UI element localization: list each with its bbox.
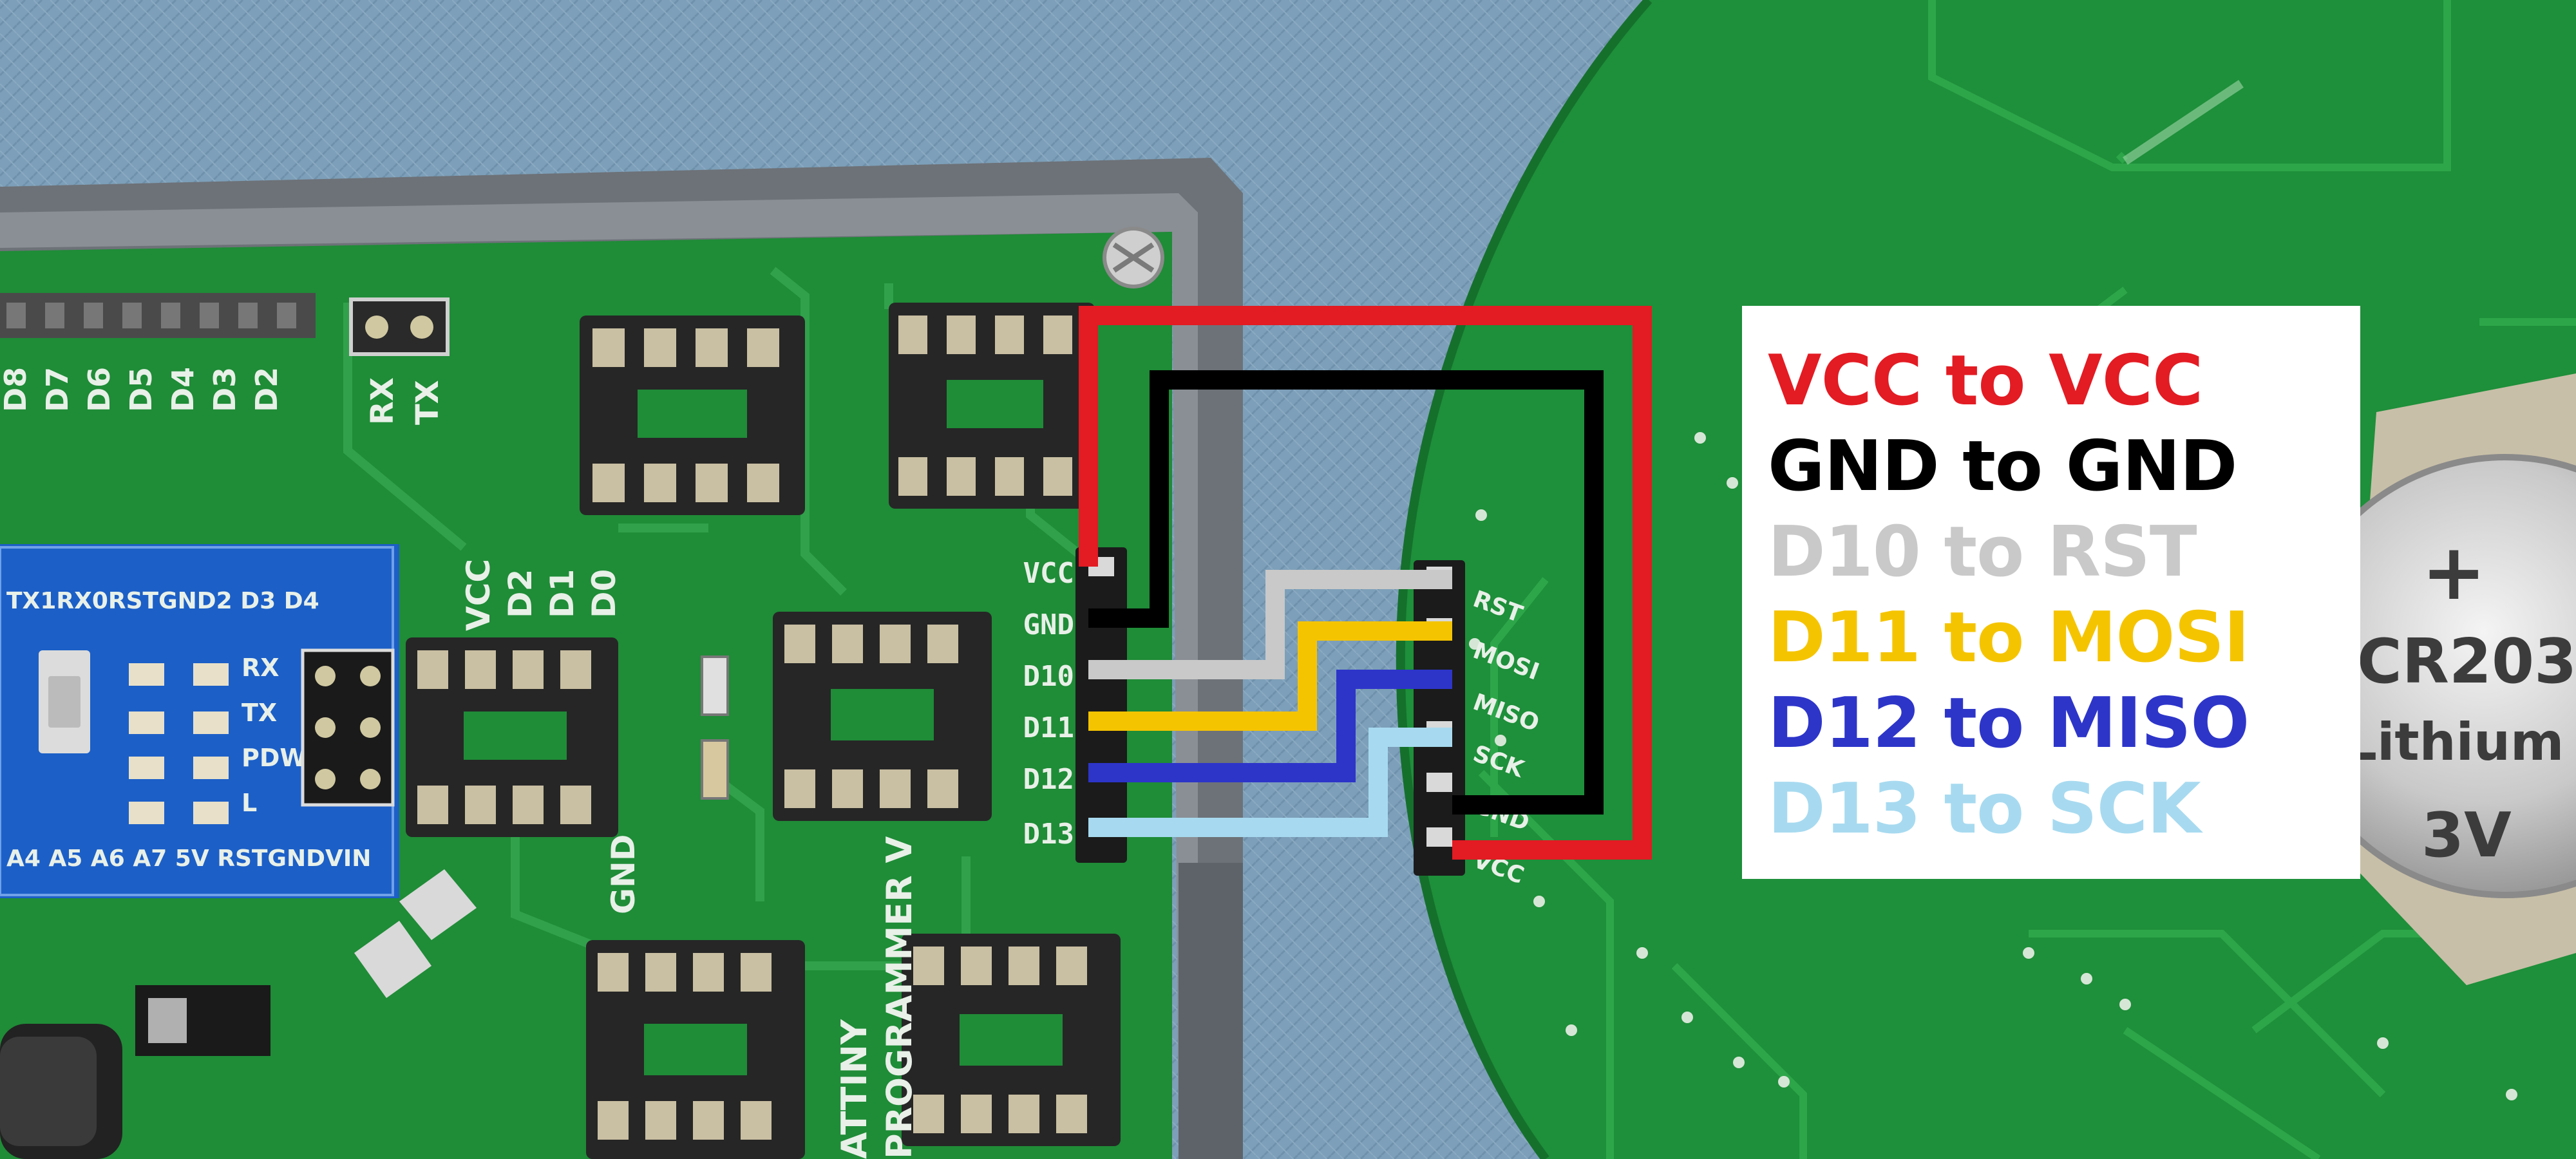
prog-pin-d13-label: D13: [1023, 818, 1074, 851]
legend-mosi: D11 to MOSI: [1768, 598, 2249, 678]
arduino-nano: TX1RX0RSTGND2 D3 D4 A4 A5 A6 A7 5V RSTGN…: [0, 544, 399, 898]
header-label-d7: D7: [40, 367, 75, 412]
wiring-legend: VCC to VCC GND to GND D10 to RST D11 to …: [1742, 306, 2360, 879]
wire-mosi: [1088, 621, 1452, 731]
socket-label-d2: D2: [502, 569, 539, 618]
header-label-d4: D4: [166, 367, 200, 412]
battery-model-text: CR2032: [2357, 627, 2576, 697]
prog-pin-d12-label: D12: [1023, 763, 1074, 796]
wire-vcc: [1079, 306, 1652, 860]
serial-label-tx: TX: [410, 380, 446, 425]
dip-sockets: [406, 303, 1121, 1159]
header-label-d5: D5: [124, 367, 158, 412]
header-label-d8: D8: [0, 367, 33, 412]
socket-label-gnd: GND: [605, 834, 642, 914]
printed-case: [0, 158, 1243, 1159]
smd-pad: [399, 869, 477, 940]
socket-label-d0: D0: [585, 569, 623, 618]
prog-pin-d10-label: D10: [1023, 660, 1074, 693]
socket-label-vcc: VCC: [460, 559, 497, 631]
socket-label-d1: D1: [544, 569, 581, 618]
nano-led-pwr: PDW: [242, 744, 307, 772]
nano-bottom-labels: A4 A5 A6 A7 5V RSTGNDVIN: [6, 845, 371, 872]
smd-component: [701, 739, 729, 800]
battery-voltage-text: 3V: [2421, 800, 2512, 871]
dip-socket: [406, 637, 618, 837]
battery-chem-text: Lithium Cell: [2344, 712, 2576, 772]
dip-socket: [586, 940, 805, 1159]
wire-sck: [1088, 728, 1452, 837]
wire-miso: [1088, 670, 1452, 782]
smd-component: [701, 655, 729, 716]
serial-label-rx: RX: [365, 377, 401, 425]
dip-socket: [889, 303, 1095, 509]
smd-pad: [354, 921, 431, 998]
legend-rst: D10 to RST: [1768, 512, 2197, 592]
board-title-line1: ATTINY: [834, 1019, 875, 1159]
header-label-d3: D3: [207, 367, 242, 412]
dip-socket: [902, 934, 1121, 1146]
legend-vcc: VCC to VCC: [1768, 341, 2203, 421]
wire-gnd: [1088, 370, 1604, 815]
prog-pin-gnd-label: GND: [1023, 608, 1074, 641]
battery-plus-mark: +: [2421, 528, 2486, 617]
legend-gnd: GND to GND: [1768, 426, 2237, 507]
nano-led-tx: TX: [242, 699, 277, 727]
nano-led-l: L: [242, 789, 257, 817]
dip-socket: [773, 612, 992, 821]
header-label-d6: D6: [82, 367, 117, 412]
legend-miso: D12 to MISO: [1768, 683, 2249, 764]
nano-led-rx: RX: [242, 654, 279, 682]
prog-pin-d11-label: D11: [1023, 711, 1074, 744]
programmer-board: D8 D7 D6 D5 D4 D3 D2 RX TX: [0, 227, 1172, 1159]
legend-sck: D13 to SCK: [1768, 769, 2201, 849]
header-label-d2: D2: [249, 367, 284, 412]
board-title-line2: PROGRAMMER V: [879, 836, 920, 1159]
nano-top-labels: TX1RX0RSTGND2 D3 D4: [6, 588, 319, 614]
jumper-wires: [1079, 306, 1652, 860]
mounting-screw: [1103, 227, 1164, 288]
dip-socket: [580, 316, 805, 515]
prog-pin-vcc-label: VCC: [1023, 557, 1074, 590]
wire-rst: [1088, 570, 1452, 679]
